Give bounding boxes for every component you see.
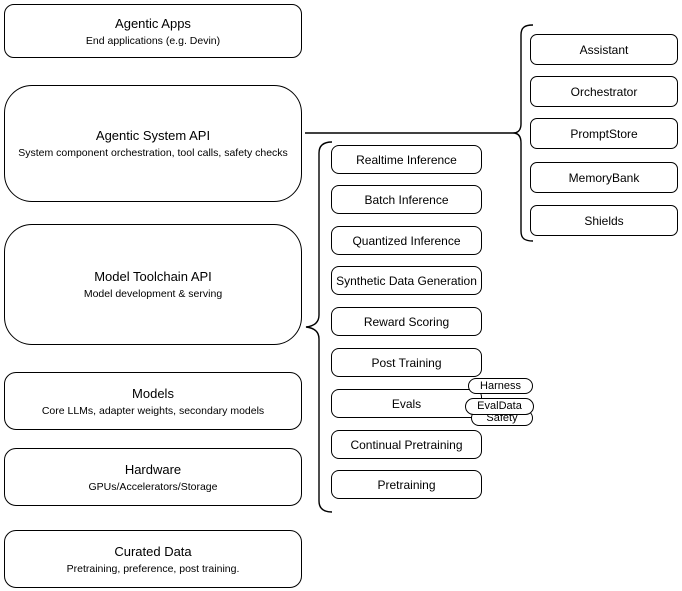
pill-label: Harness <box>480 379 521 392</box>
node-label: Pretraining <box>377 477 436 492</box>
pill-label: EvalData <box>477 400 522 412</box>
node-title: Agentic System API <box>95 128 211 143</box>
node-label: Synthetic Data Generation <box>336 273 477 288</box>
node-promptstore: PromptStore <box>530 118 678 149</box>
node-memorybank: MemoryBank <box>530 162 678 193</box>
node-post-training: Post Training <box>331 348 482 377</box>
node-agentic-system-api: Agentic System API System component orch… <box>4 85 302 202</box>
node-label: Batch Inference <box>364 192 449 207</box>
node-continual-pretraining: Continual Pretraining <box>331 430 482 459</box>
node-agentic-apps: Agentic Apps End applications (e.g. Devi… <box>4 4 302 58</box>
node-label: Evals <box>391 396 422 411</box>
node-orchestrator: Orchestrator <box>530 76 678 107</box>
node-title: Hardware <box>124 461 182 477</box>
node-label: Continual Pretraining <box>350 437 463 452</box>
node-label: Quantized Inference <box>352 233 461 248</box>
node-model-toolchain-api: Model Toolchain API Model development & … <box>4 224 302 345</box>
node-subtitle: Pretraining, preference, post training. <box>66 562 240 575</box>
node-label: Realtime Inference <box>356 152 457 167</box>
node-label: PromptStore <box>570 126 638 141</box>
node-evals: Evals <box>331 389 482 418</box>
node-label: Post Training <box>371 355 442 370</box>
node-label: Reward Scoring <box>363 314 450 329</box>
node-label: Shields <box>584 213 624 228</box>
pill-evaldata: EvalData <box>465 398 534 415</box>
node-title: Agentic Apps <box>115 15 191 31</box>
node-shields: Shields <box>530 205 678 236</box>
node-assistant: Assistant <box>530 34 678 65</box>
node-realtime-inference: Realtime Inference <box>331 145 482 174</box>
node-title: Model Toolchain API <box>94 269 212 284</box>
node-label: MemoryBank <box>568 170 640 185</box>
toolchain-components-brace <box>305 141 333 513</box>
node-batch-inference: Batch Inference <box>331 185 482 214</box>
node-subtitle: Model development & serving <box>83 288 223 300</box>
pill-label: Safety <box>486 411 518 424</box>
node-subtitle: End applications (e.g. Devin) <box>85 34 221 47</box>
node-quantized-inference: Quantized Inference <box>331 226 482 255</box>
node-title: Curated Data <box>114 543 192 559</box>
node-hardware: Hardware GPUs/Accelerators/Storage <box>4 448 302 506</box>
node-models: Models Core LLMs, adapter weights, secon… <box>4 372 302 430</box>
pill-harness: Harness <box>468 378 533 394</box>
node-pretraining: Pretraining <box>331 470 482 499</box>
node-subtitle: System component orchestration, tool cal… <box>18 147 288 159</box>
node-subtitle: Core LLMs, adapter weights, secondary mo… <box>41 404 265 417</box>
node-subtitle: GPUs/Accelerators/Storage <box>88 480 218 493</box>
node-label: Orchestrator <box>570 84 638 99</box>
node-reward-scoring: Reward Scoring <box>331 307 482 336</box>
node-title: Models <box>132 385 174 401</box>
node-label: Assistant <box>579 42 629 57</box>
node-curated-data: Curated Data Pretraining, preference, po… <box>4 530 302 588</box>
node-synthetic-data-generation: Synthetic Data Generation <box>331 266 482 295</box>
